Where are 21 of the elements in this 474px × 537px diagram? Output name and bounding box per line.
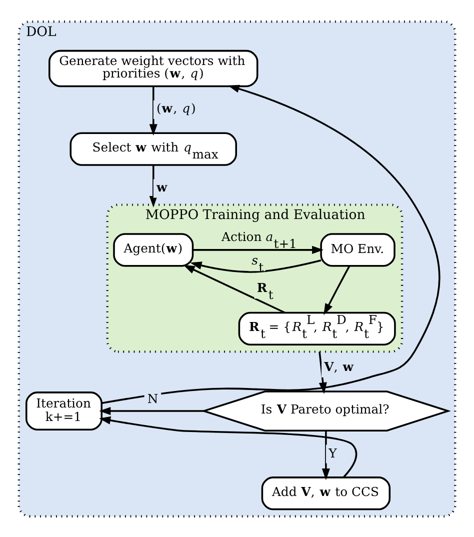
edge-label: (w, q)	[156, 100, 196, 116]
edge-label: w	[156, 178, 168, 194]
node-box: Generate weight vectors with priorities (w, q)	[48, 49, 258, 87]
arrow	[192, 245, 324, 254]
arrow	[183, 264, 286, 314]
arrow	[102, 84, 440, 404]
edge-label: V, w	[324, 358, 354, 374]
edge-label: Y	[328, 446, 337, 460]
arrow	[99, 406, 204, 415]
node-box: Iteration k+=1	[26, 391, 102, 430]
node-box: Agent(w)	[113, 232, 194, 266]
node-box: MO Env.	[320, 232, 396, 266]
arrow	[99, 416, 358, 478]
arrow	[318, 351, 327, 394]
edge-label: N	[147, 391, 158, 406]
arrow	[322, 430, 330, 480]
arrow	[149, 164, 158, 207]
arrow	[149, 86, 158, 136]
arrow	[190, 259, 322, 272]
node-box: Add V, w to CCS	[261, 476, 391, 510]
arrow	[324, 265, 350, 315]
